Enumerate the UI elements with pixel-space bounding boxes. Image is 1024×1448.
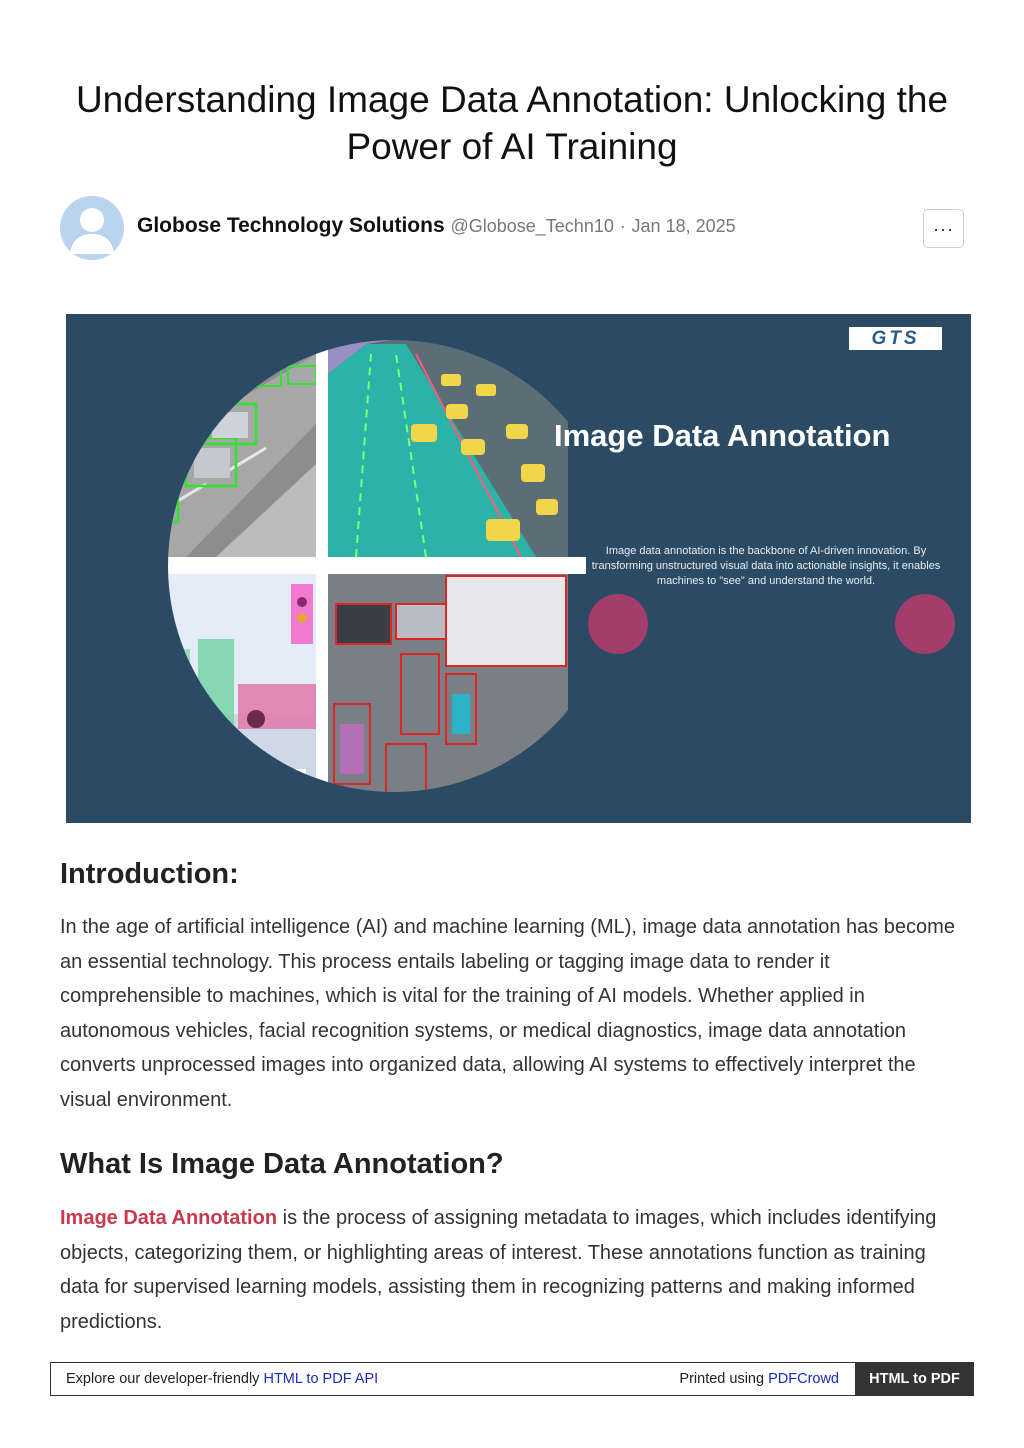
hero-title: Image Data Annotation <box>554 418 891 453</box>
footer-printed-text: Printed using <box>679 1371 769 1387</box>
section-heading-introduction: Introduction: <box>60 858 239 890</box>
section-heading-what-is: What Is Image Data Annotation? <box>60 1148 504 1180</box>
avatar[interactable] <box>60 196 124 260</box>
highway-quadrant <box>168 340 317 557</box>
user-icon <box>70 208 114 254</box>
date-separator: · <box>619 216 626 236</box>
footer-promo-text: Explore our developer-friendly <box>66 1371 264 1387</box>
hero-description: Image data annotation is the backbone of… <box>591 545 941 587</box>
html-to-pdf-api-link[interactable]: HTML to PDF API <box>263 1371 379 1387</box>
image-data-annotation-link[interactable]: Image Data Annotation <box>60 1207 278 1229</box>
more-options-button[interactable]: ··· <box>923 209 964 248</box>
author-row: Globose Technology Solutions @Globose_Te… <box>60 196 964 260</box>
section-body-what-is: Image Data Annotation is the process of … <box>60 1201 970 1339</box>
article-title: Understanding Image Data Annotation: Unl… <box>75 79 949 167</box>
author-name[interactable]: Globose Technology Solutions <box>137 214 445 237</box>
footer-printed-using: Printed using PDFCrowd <box>679 1371 839 1387</box>
footer-promo: Explore our developer-friendly HTML to P… <box>66 1371 378 1387</box>
html-to-pdf-button[interactable]: HTML to PDF <box>855 1362 974 1396</box>
illustration-quadrant <box>168 574 316 792</box>
hero-image: GTS Image Data Annotation Image data ann… <box>66 314 971 823</box>
author-line: Globose Technology Solutions @Globose_Te… <box>137 214 736 238</box>
section-body-introduction: In the age of artificial intelligence (A… <box>60 916 955 1111</box>
publish-date: Jan 18, 2025 <box>631 216 736 236</box>
street-quadrant <box>328 574 568 792</box>
author-handle[interactable]: @Globose_Techn10 <box>450 216 614 236</box>
more-options-icon: ··· <box>933 218 954 239</box>
pdfcrowd-link[interactable]: PDFCrowd <box>768 1371 839 1387</box>
pdf-footer-bar: Explore our developer-friendly HTML to P… <box>50 1362 974 1396</box>
annotation-collage <box>168 340 955 792</box>
gts-logo: GTS <box>849 327 942 350</box>
road-quadrant <box>328 340 568 558</box>
section-body-text: is the process of assigning metadata to … <box>60 1207 937 1333</box>
